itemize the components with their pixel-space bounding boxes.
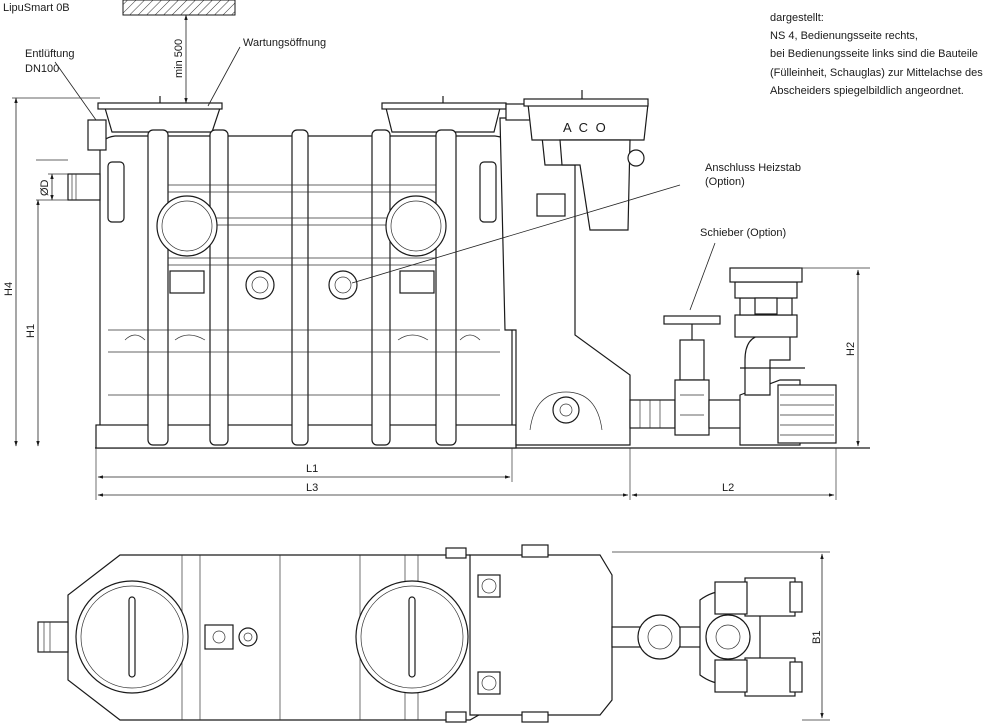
inlet-pipe (67, 173, 101, 201)
label-entlueftung: Entlüftung (25, 48, 75, 60)
dim-h4: H4 (3, 282, 15, 296)
dim-h1: H1 (25, 324, 37, 338)
notes-block: dargestellt: NS 4, Bedienungsseite recht… (770, 12, 983, 97)
label-heizstab-option: (Option) (705, 176, 745, 188)
dimensions-vertical (12, 97, 870, 447)
dim-l2: L2 (722, 482, 734, 494)
valve-top (637, 614, 683, 660)
note-line-3: bei Bedienungsseite links sind die Baute… (770, 48, 978, 60)
pump-motor (777, 384, 837, 444)
label-wartung: Wartungsöffnung (243, 37, 326, 49)
dim-l3: L3 (306, 482, 318, 494)
label-schieber: Schieber (Option) (700, 227, 786, 239)
dim-b1: B1 (811, 631, 823, 644)
manhole-right (385, 195, 447, 257)
note-line-4: (Fülleinheit, Schauglas) zur Mittelachse… (770, 67, 983, 79)
label-dn100: DN100 (25, 63, 59, 75)
pump-top-2 (744, 657, 796, 697)
leaders-side (54, 46, 716, 311)
manhole-left (156, 195, 218, 257)
filling-unit (499, 117, 631, 446)
dome-cover-right (385, 107, 501, 133)
note-line-2: NS 4, Bedienungsseite rechts, (770, 30, 918, 42)
outlet-pipe (629, 399, 676, 429)
dimension-b1 (612, 551, 830, 721)
ceiling-hatch (122, 0, 236, 16)
port-left (245, 270, 275, 300)
dome-cover-left (104, 107, 221, 133)
pump-top-1 (744, 577, 796, 617)
note-line-1: dargestellt: (770, 12, 824, 24)
label-heizstab: Anschluss Heizstab (705, 162, 801, 174)
vent-stub (87, 119, 107, 151)
drawing-title: LipuSmart 0B (3, 2, 70, 14)
dim-od: ØD (39, 179, 51, 196)
tank-ribs (107, 129, 500, 446)
gate-valve (663, 315, 721, 436)
side-view: A C O (67, 90, 870, 449)
dim-h2: H2 (845, 342, 857, 356)
heater-port (328, 270, 358, 300)
dim-min500: min 500 (173, 39, 185, 78)
top-view (37, 544, 803, 723)
dim-l1: L1 (306, 463, 318, 475)
dimensions-horizontal (95, 448, 837, 500)
note-line-5: Abscheiders spiegelbildlich angeordnet. (770, 85, 964, 97)
aco-logo: A C O (563, 120, 608, 135)
